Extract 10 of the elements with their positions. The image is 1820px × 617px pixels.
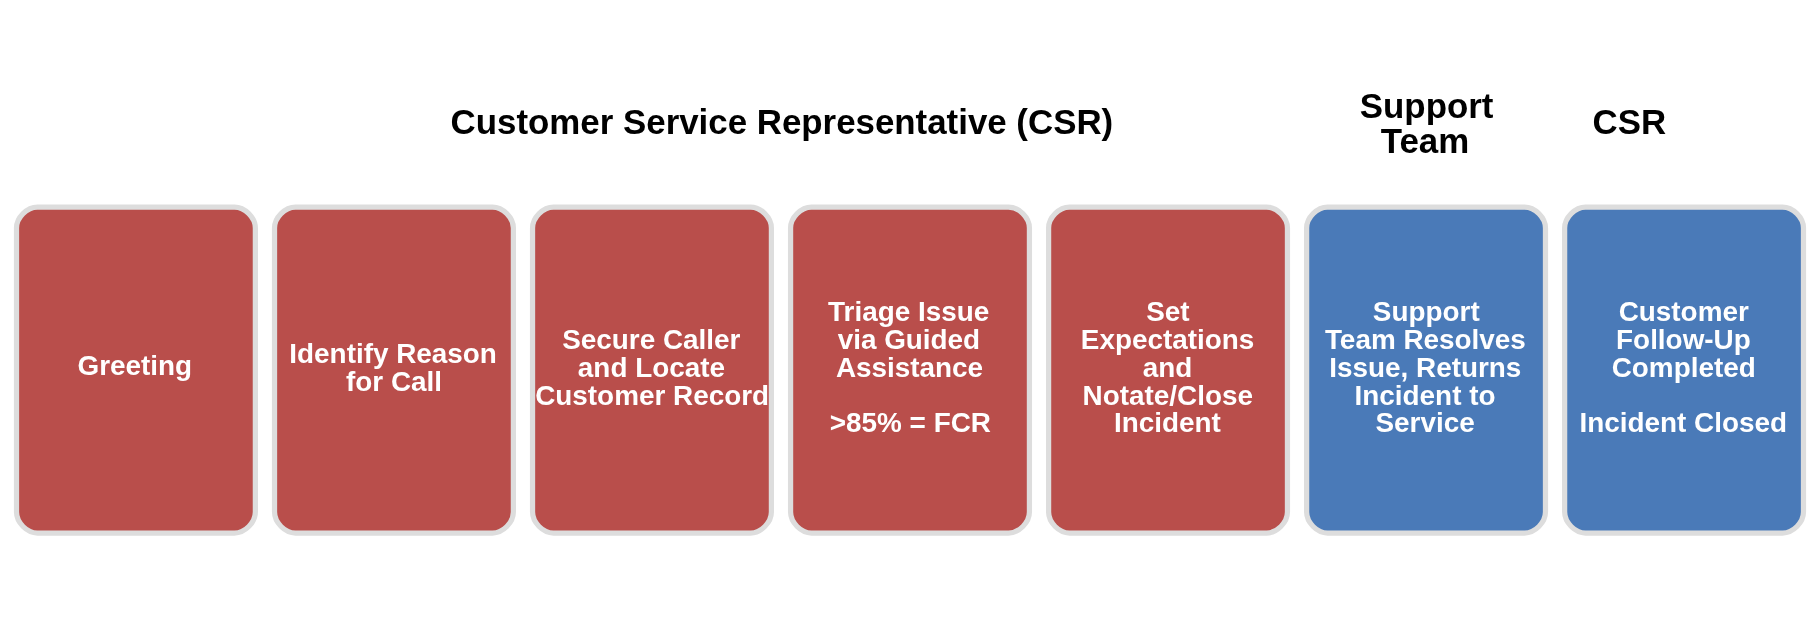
label: Support Team — [1359, 85, 1494, 160]
node-box: Set Expectations and Notate/Close Incident — [1046, 203, 1291, 536]
node-box: Greeting — [13, 203, 258, 536]
node-box: Identify Reason for Call — [271, 203, 516, 536]
node-box: Customer Follow-Up Completed Incident Closed — [1562, 203, 1807, 536]
node-box: Secure Caller and Locate Customer Record — [529, 203, 774, 536]
node-box: Triage Issue via Guided Assistance >85% = FCR — [787, 203, 1033, 536]
node-box: Support Team Resolves Issue, Returns Incident to Service — [1304, 203, 1549, 536]
label: CSR — [1592, 101, 1667, 141]
label: Customer Service Representative (CSR) — [450, 101, 1114, 141]
